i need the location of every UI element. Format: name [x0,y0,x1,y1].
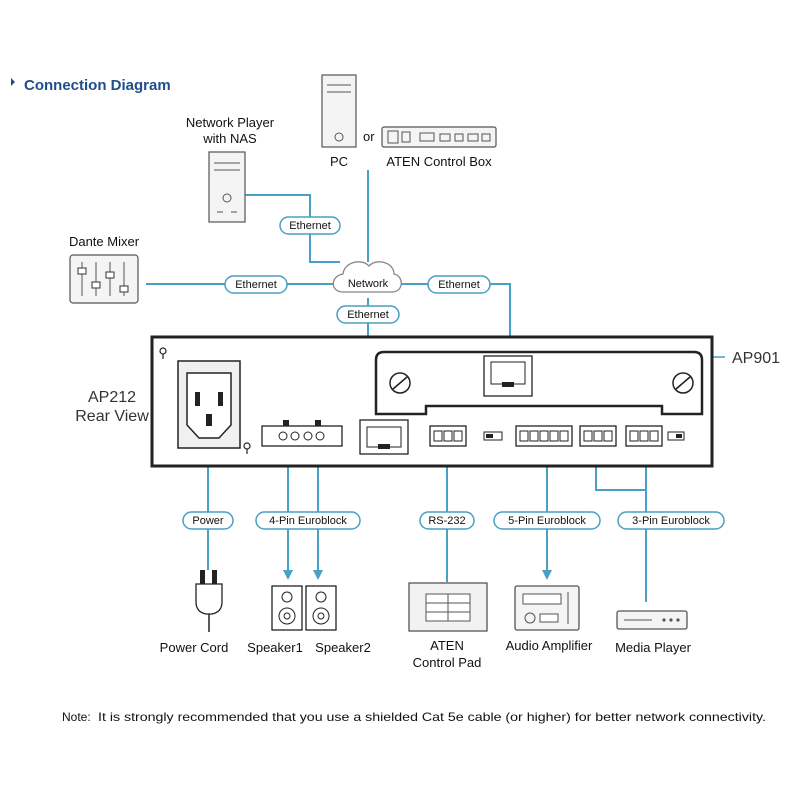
lock-icon [159,347,167,359]
lock-icon [243,442,251,454]
three-pin-euroblock-port-a [579,425,617,447]
svg-text:Ethernet: Ethernet [289,220,331,232]
ethernet-pill-mixer: Ethernet [224,275,288,294]
ethernet-pill-ap901: Ethernet [427,275,491,294]
four-pin-pill: 4-Pin Euroblock [255,511,361,530]
diagram-title: Connection Diagram [24,77,171,94]
five-pin-euroblock-port [515,425,573,447]
title-bullet-icon [11,78,15,86]
dip-switch-icon [483,431,503,441]
lan-port-icon [359,419,409,455]
dip-switch-icon [667,431,685,441]
audio-amplifier-label: Audio Amplifier [506,638,593,653]
svg-text:Ethernet: Ethernet [438,279,480,291]
note-label: Note: [62,710,91,724]
audio-amplifier-icon [514,585,580,631]
control-pad-label-line1: ATEN [430,638,464,653]
ap901-lan-port-icon [483,355,533,397]
dante-mixer-icon [69,254,139,304]
ap901-label: AP901 [732,350,780,367]
speaker1-icon [271,585,303,631]
network-player-label-line1: Network Player [186,115,275,130]
ethernet-pill-ap212: Ethernet [336,305,400,324]
three-pin-euroblock-port-b [625,425,663,447]
note-text: It is strongly recommended that you use … [98,710,766,724]
speaker2-icon [305,585,337,631]
dante-mixer-label: Dante Mixer [69,234,140,249]
media-player-icon [616,610,688,630]
svg-text:RS-232: RS-232 [428,515,465,527]
svg-text:4-Pin Euroblock: 4-Pin Euroblock [269,515,347,527]
network-player-icon [208,151,246,223]
pc-tower-icon [321,74,357,148]
power-inlet-icon [177,360,241,449]
rs232-port [429,425,467,447]
svg-text:Ethernet: Ethernet [347,309,389,321]
control-box-icon [381,126,497,148]
svg-text:Power: Power [192,515,224,527]
or-label: or [363,129,375,144]
power-cord-label: Power Cord [160,640,229,655]
network-player-label-line2: with NAS [202,131,257,146]
screw-icon [672,372,694,394]
control-box-label: ATEN Control Box [386,154,492,169]
svg-text:5-Pin Euroblock: 5-Pin Euroblock [508,515,586,527]
ap212-rear-panel [150,335,714,468]
four-pin-euroblock-port [261,420,343,447]
svg-text:Ethernet: Ethernet [235,279,277,291]
media-player-label: Media Player [615,640,692,655]
speaker2-label: Speaker2 [315,640,371,655]
ethernet-pill-player: Ethernet [279,216,341,235]
network-cloud-icon [332,261,402,293]
ap212-label-line1: AP212 [88,389,136,406]
ap212-label-line2: Rear View [75,408,149,425]
ap901-card [374,350,704,416]
pc-label: PC [330,154,348,169]
rs232-pill: RS-232 [419,511,475,530]
screw-icon [389,372,411,394]
speaker1-label: Speaker1 [247,640,303,655]
network-label: Network [348,278,389,290]
control-pad-label-line2: Control Pad [413,655,482,670]
svg-text:3-Pin Euroblock: 3-Pin Euroblock [632,515,710,527]
five-pin-pill: 5-Pin Euroblock [493,511,601,530]
power-pill: Power [182,511,234,530]
power-plug-icon [195,570,223,632]
control-pad-icon [408,582,488,632]
three-pin-pill: 3-Pin Euroblock [617,511,725,530]
